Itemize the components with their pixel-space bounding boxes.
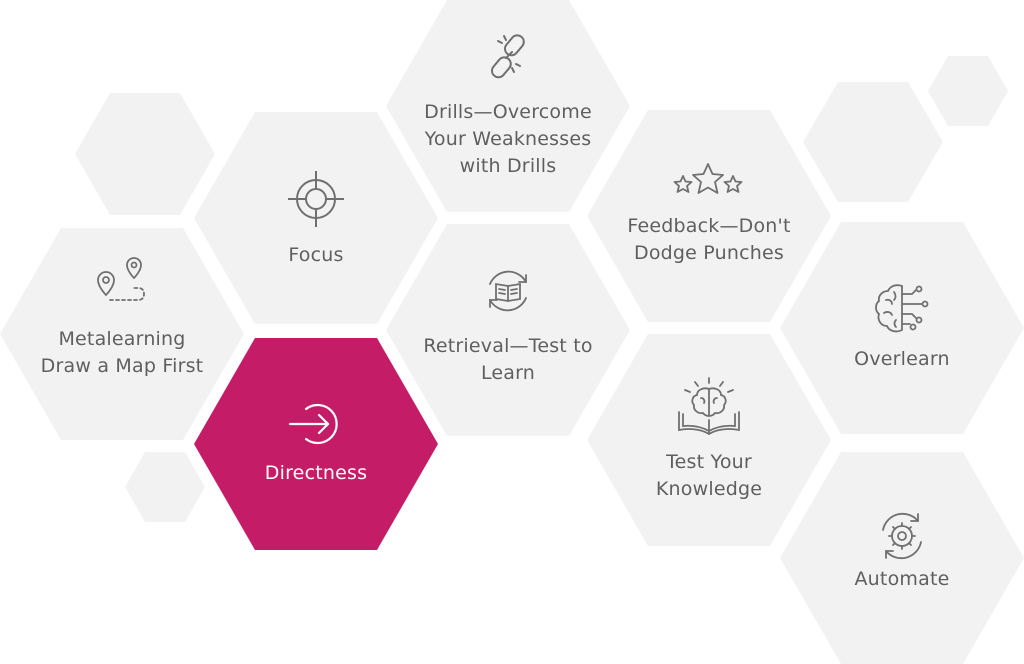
tile-label: Feedback—Don't Dodge Punches [627, 215, 791, 264]
hexagon-shape [587, 334, 831, 546]
hexagon-shape [386, 224, 630, 436]
tile-label: Overlearn [854, 348, 950, 370]
hex-tile-test-knowledge[interactable]: Test Your Knowledge [587, 334, 831, 546]
hex-tile-automate[interactable]: Automate [780, 452, 1024, 664]
hex-tile-metalearning[interactable]: Metalearning Draw a Map First [0, 228, 244, 440]
decorative-hexagon [803, 82, 943, 202]
broken-chain-icon [490, 34, 525, 79]
tile-label: Metalearning Draw a Map First [40, 328, 204, 377]
stars-rating-icon [673, 163, 743, 194]
decorative-hexagon [125, 452, 205, 522]
tile-label: Drills—Overcome Your Weaknesses with Dri… [424, 101, 592, 177]
tile-label: Retrieval—Test to Learn [423, 335, 593, 384]
tile-label: Test Your Knowledge [655, 451, 763, 500]
hexagon-shape [0, 228, 244, 440]
hexagon-shape [386, 0, 630, 212]
tile-label: Automate [854, 568, 950, 590]
arrow-into-circle-icon [288, 403, 338, 445]
tile-label: Directness [264, 462, 368, 484]
hex-tile-drills[interactable]: Drills—Overcome Your Weaknesses with Dri… [386, 0, 630, 212]
gear-cycle-icon [882, 512, 922, 560]
map-route-icon [97, 257, 145, 301]
hex-tile-focus[interactable]: Focus [194, 112, 438, 324]
decorative-hexagon [928, 56, 1008, 126]
hex-tile-feedback[interactable]: Feedback—Don't Dodge Punches [587, 110, 831, 322]
brain-book-icon [678, 377, 740, 436]
target-icon [288, 171, 344, 227]
brain-circuit-icon [875, 284, 929, 333]
tile-label: Focus [288, 244, 344, 266]
hexagon-shape [587, 110, 831, 322]
hex-tile-overlearn[interactable]: Overlearn [780, 222, 1024, 434]
hex-tile-directness[interactable]: Directness [194, 338, 438, 550]
book-cycle-icon [489, 270, 527, 312]
decorative-hexagon [75, 93, 215, 215]
hex-tile-retrieval[interactable]: Retrieval—Test to Learn [386, 224, 630, 436]
